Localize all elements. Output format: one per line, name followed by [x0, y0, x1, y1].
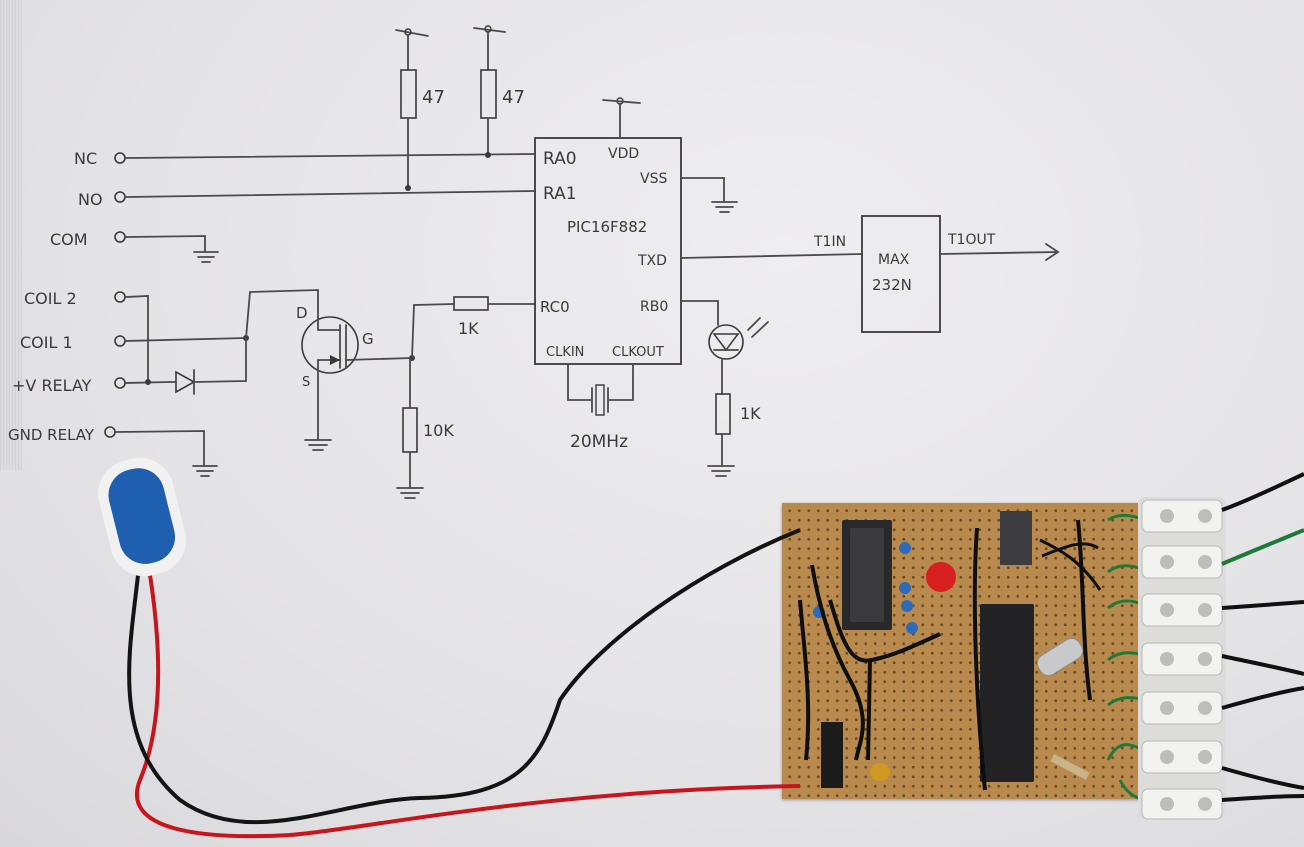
label-gndrelay: GND RELAY [8, 426, 95, 444]
label-com: COM [50, 230, 88, 249]
max232-chip: MAX 232N T1IN T1OUT [680, 215, 1060, 333]
red-led [926, 562, 956, 592]
mosfet: D G S [296, 304, 413, 451]
label-rled: 1K [740, 404, 761, 423]
terminal-block [1138, 497, 1226, 820]
pic-pin-vss: VSS [640, 171, 667, 187]
terminal-gndrelay: GND RELAY [8, 426, 218, 477]
label-no: NO [78, 190, 103, 209]
resistor-1k-gate: 1K [409, 296, 536, 361]
resistor-10k: 10K [396, 357, 454, 499]
pic-name: PIC16F882 [567, 218, 647, 236]
label-coil2: COIL 2 [24, 289, 77, 308]
label-crystal: 20MHz [570, 432, 628, 452]
label-mosfet-s: S [302, 375, 310, 390]
terminal-nc: NC [74, 149, 536, 168]
regulator [1000, 511, 1032, 565]
label-r1k-gate: 1K [458, 319, 479, 338]
battery-clip [98, 457, 801, 839]
crystal-can [1036, 637, 1084, 677]
paper-binding-edge [0, 0, 22, 470]
pic-pin-rb0: RB0 [640, 299, 668, 315]
tantalum-cap [870, 763, 890, 781]
pic-pin-vdd: VDD [608, 146, 639, 162]
terminal-com: COM [50, 230, 219, 263]
terminal-vrelay: +V RELAY [12, 289, 319, 395]
label-r47-right: 47 [502, 87, 525, 108]
pic-pin-clkin: CLKIN [546, 345, 584, 360]
label-coil1: COIL 1 [20, 333, 73, 352]
terminal-no: NO [78, 190, 536, 209]
max-pin-t1out: T1OUT [947, 232, 996, 248]
max-name-line2: 232N [872, 276, 912, 294]
label-mosfet-d: D [296, 304, 308, 322]
output-wires [1221, 472, 1304, 802]
max-name-line1: MAX [878, 252, 910, 268]
pic-pin-txd: TXD [637, 253, 667, 269]
terminal-coil2: COIL 2 [24, 289, 149, 383]
led-circuit: 1K [680, 300, 769, 477]
pic-dip-chip [980, 604, 1034, 782]
label-vrelay: +V RELAY [12, 376, 92, 395]
label-r10k: 10K [423, 421, 454, 440]
pin-header [821, 722, 843, 788]
resistor-47-left: 47 [395, 28, 445, 191]
label-mosfet-g: G [362, 330, 374, 348]
pic-pin-rc0: RC0 [540, 298, 570, 316]
max-pin-t1in: T1IN [813, 234, 846, 250]
pic-pin-ra0: RA0 [543, 149, 577, 169]
pic-pin-ra1: RA1 [543, 184, 577, 204]
schematic-drawing: NC NO COM COIL 2 [8, 25, 1060, 499]
label-nc: NC [74, 149, 97, 168]
pic-pin-clkout: CLKOUT [612, 345, 664, 360]
board-components [798, 511, 1147, 802]
label-r47-left: 47 [422, 87, 445, 108]
crystal: 20MHz [567, 363, 634, 452]
pic-chip: RA0 RA1 VDD VSS PIC16F882 TXD RC0 RB0 CL… [534, 97, 738, 365]
terminal-coil1: COIL 1 [20, 333, 249, 352]
resistor-47-right: 47 [473, 25, 525, 158]
